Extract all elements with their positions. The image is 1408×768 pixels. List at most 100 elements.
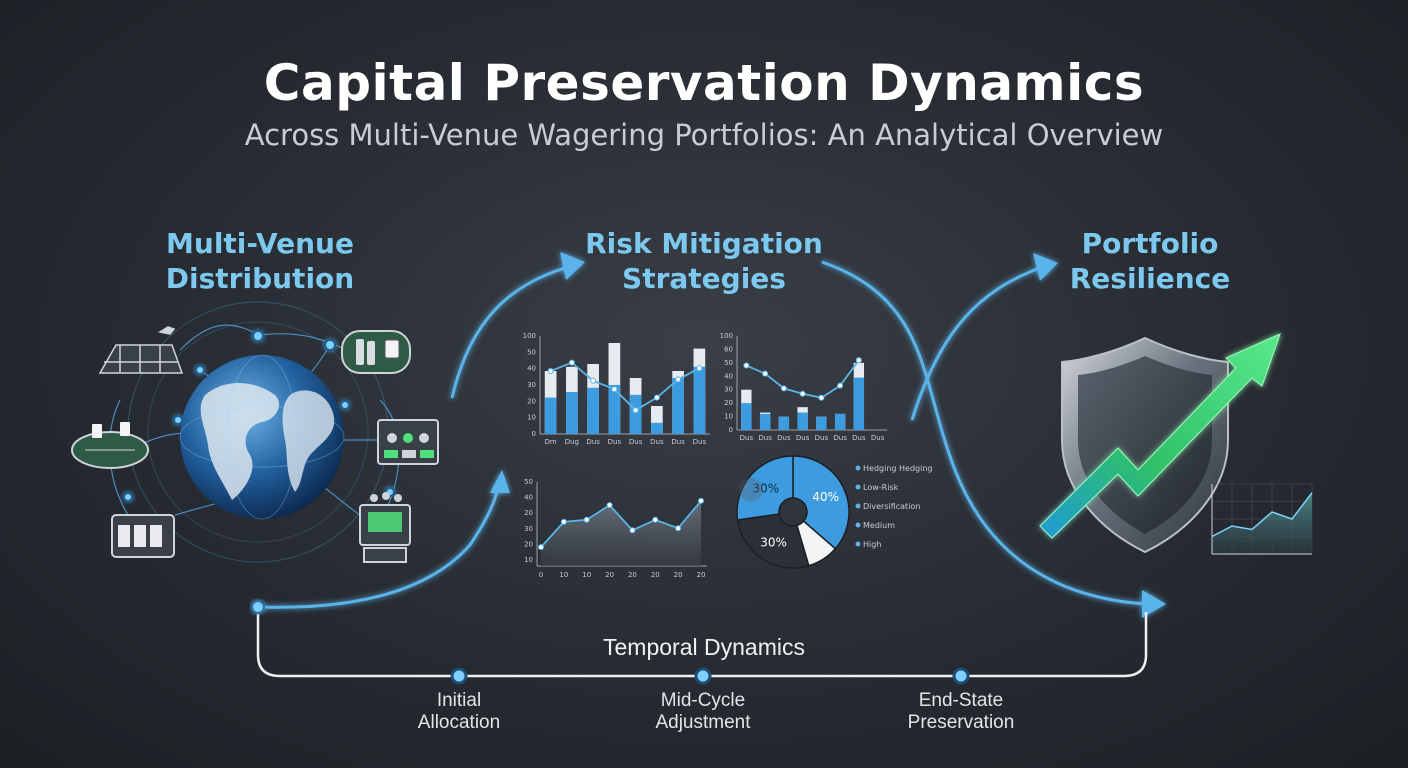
x-tick-label: Dus [871, 434, 885, 442]
area-fill [1212, 492, 1312, 554]
heading-line: Distribution [165, 262, 355, 295]
legend-label: High [863, 540, 881, 549]
arrowhead [560, 252, 585, 280]
x-tick-label: Dus [740, 434, 754, 442]
data-point [560, 518, 567, 525]
x-tick-label: Dus [671, 438, 685, 446]
legend-label: Medium [863, 521, 895, 530]
pie-outer-ring [739, 478, 763, 502]
series-line [540, 500, 702, 548]
arrowhead [490, 470, 510, 493]
y-tick-label: 30 [724, 386, 733, 394]
data-point [698, 497, 704, 504]
data-point [606, 502, 613, 509]
legend-label: Diversification [863, 502, 920, 511]
y-tick-label: 10 [724, 413, 733, 421]
x-tick-label: 10 [559, 571, 568, 579]
bar-segment [853, 377, 865, 430]
timeline [251, 600, 1148, 685]
bar-segment [741, 403, 752, 430]
timeline-title: Temporal Dynamics [603, 634, 805, 660]
legend-marker [855, 503, 861, 509]
arrow-start-up [259, 487, 500, 609]
bar-segment [651, 422, 663, 434]
data-point [538, 544, 544, 551]
data-point [675, 376, 682, 383]
flow-arrows [259, 252, 1166, 618]
stage-label-initial: Initial Allocation [359, 690, 559, 734]
pie-chart: 40%30%30%Hedging HedgingLow-RiskDiversif… [736, 455, 932, 569]
stage-marker-end-state [952, 667, 970, 685]
x-tick-label: Dus [608, 438, 622, 446]
heading-line: Portfolio [1081, 227, 1219, 260]
data-point [675, 525, 682, 532]
x-tick-label: Dus [650, 438, 664, 446]
pie-slice-label: 30% [752, 481, 779, 495]
data-point [590, 377, 597, 384]
data-point [780, 385, 787, 392]
x-tick-label: Dm [545, 438, 557, 446]
heading-risk-mitigation: Risk Mitigation Strategies [554, 226, 854, 296]
x-tick-label: Dus [815, 434, 829, 442]
stage-marker-mid-cycle [694, 667, 712, 685]
stage-label-line: Adjustment [655, 712, 751, 733]
stage-label-mid-cycle: Mid-Cycle Adjustment [603, 690, 803, 734]
y-tick-label: 30 [527, 381, 536, 389]
y-tick-label: 30 [524, 525, 533, 533]
arcade-machine-icon [359, 492, 411, 563]
y-tick-label: 100 [720, 332, 733, 340]
data-point [632, 407, 639, 414]
y-tick-label: 50 [724, 359, 733, 367]
arrow-to-resilience [910, 266, 1041, 421]
arrowhead [1142, 590, 1166, 618]
y-tick-label: 20 [524, 540, 533, 548]
data-point [837, 382, 844, 389]
slot-machine-icon [111, 514, 175, 558]
x-tick-label: 10 [582, 571, 591, 579]
stage-label-line: Allocation [417, 712, 501, 733]
online-casino-screen-icon [377, 419, 439, 465]
stage-label-line: Mid-Cycle [660, 690, 746, 711]
x-tick-label: Dus [852, 434, 866, 442]
pie-slice [736, 513, 810, 569]
pie-slice-label: 30% [760, 535, 787, 549]
data-point [547, 368, 554, 374]
data-point [696, 365, 703, 372]
data-point [629, 527, 636, 534]
legend-marker [855, 522, 861, 528]
arrowhead [1033, 253, 1058, 281]
stage-label-line: Preservation [907, 712, 1015, 733]
heading-line: Strategies [622, 262, 786, 295]
page-subtitle: Across Multi-Venue Wagering Portfolios: … [244, 118, 1164, 152]
data-point [743, 362, 750, 369]
bar-segment [672, 378, 684, 434]
bar-segment [629, 394, 642, 434]
y-tick-label: 10 [527, 414, 536, 422]
bar-segment [797, 412, 808, 430]
data-point [799, 390, 806, 397]
data-point [568, 359, 575, 366]
stage-label-line: Initial [436, 690, 482, 711]
x-tick-label: Dus [796, 434, 810, 442]
x-tick-label: 20 [651, 571, 660, 579]
x-tick-label: Dus [758, 434, 772, 442]
y-tick-label: 20 [527, 397, 536, 405]
shield-icon [1061, 336, 1229, 554]
y-tick-label: 10 [524, 556, 533, 564]
x-tick-label: 0 [539, 571, 543, 579]
x-tick-label: Dug [565, 438, 579, 446]
x-tick-label: Dus [586, 438, 600, 446]
data-point [611, 386, 618, 393]
arrow-risk-down [821, 260, 1146, 606]
growth-arrow-icon [1039, 333, 1281, 539]
data-point [583, 516, 590, 523]
y-tick-label: 0 [532, 430, 536, 438]
heading-portfolio-resilience: Portfolio Resilience [1000, 226, 1300, 296]
y-tick-label: 40 [524, 494, 533, 502]
bar-segment [816, 416, 827, 430]
data-point [818, 394, 825, 401]
